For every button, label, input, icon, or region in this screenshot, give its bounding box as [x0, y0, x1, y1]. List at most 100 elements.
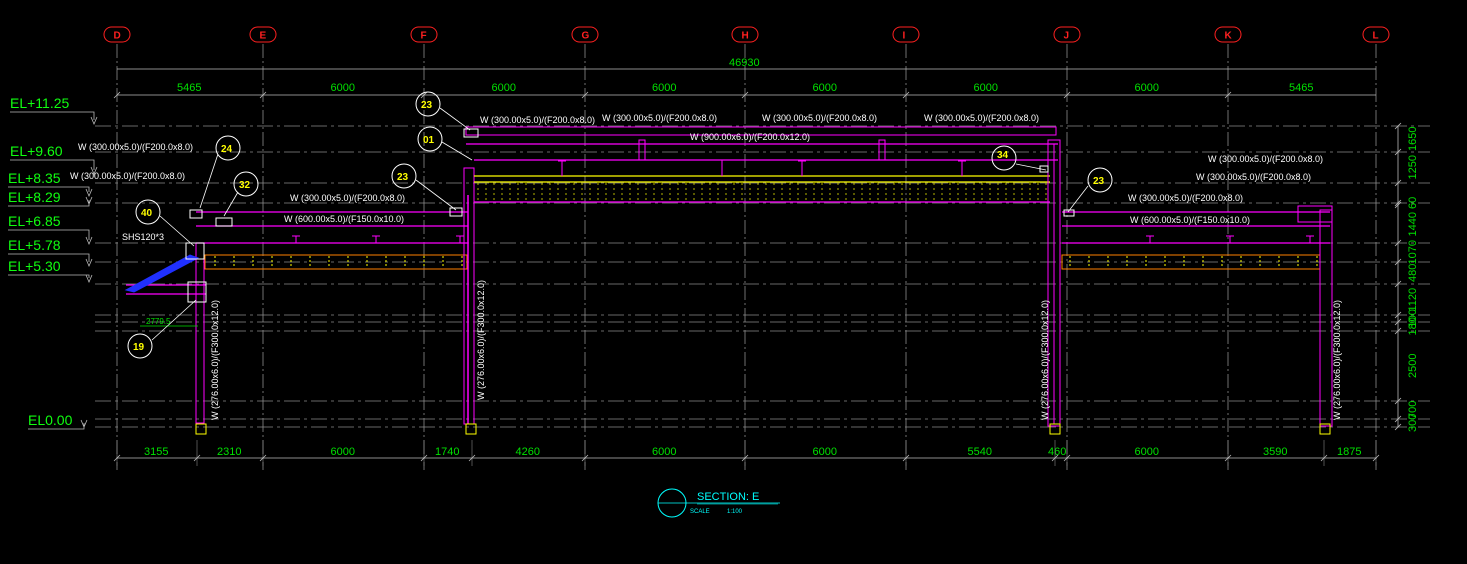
hanger — [638, 139, 646, 161]
dim-tick — [741, 454, 749, 462]
grid-bubble — [1362, 26, 1390, 43]
dim-tick — [581, 91, 589, 99]
base-plate — [195, 423, 207, 435]
member-label: W (300.00x5.0)/(F200.0x8.0) — [1208, 154, 1323, 164]
right-dimension: 2500 — [1407, 354, 1419, 378]
dim-tick — [420, 91, 428, 99]
top-dimension: 6000 — [331, 82, 355, 94]
grid-bubble — [1053, 26, 1081, 43]
right-dimension: 1650 — [1407, 127, 1419, 151]
dim-tick — [1394, 179, 1402, 187]
dim-tick — [1394, 327, 1402, 335]
tag-bubble: 01 — [417, 126, 473, 161]
column — [463, 167, 475, 425]
top-dimension: 5465 — [177, 82, 201, 94]
connection-box — [463, 128, 479, 138]
scale-label: SCALE — [690, 509, 710, 515]
connection-box — [1063, 209, 1075, 217]
grid-bubble — [249, 26, 277, 43]
dim-tick — [1394, 311, 1402, 319]
member-label: W (300.00x5.0)/(F200.0x8.0) — [1128, 193, 1243, 203]
dim-tick — [902, 91, 910, 99]
dim-tick — [1051, 454, 1059, 462]
dim-tick — [741, 91, 749, 99]
svg-text:40: 40 — [141, 208, 153, 219]
column-label: W (276.00x6.0)/(F300.0x12.0) — [1332, 300, 1342, 420]
bottom-dimension: 5540 — [968, 446, 992, 458]
member-label: W (300.00x5.0)/(F200.0x8.0) — [1196, 172, 1311, 182]
member-label: W (300.00x5.0)/(F200.0x8.0) — [78, 142, 193, 152]
svg-text:23: 23 — [1093, 176, 1105, 187]
grid-bubble-label: L — [1373, 31, 1379, 42]
hanger — [878, 139, 886, 161]
dim-tick — [1394, 199, 1402, 207]
right-dimension: 1250 — [1407, 155, 1419, 179]
dim-tick — [259, 454, 267, 462]
small-dim-label: 2779.5 — [146, 317, 171, 326]
shs-brace — [124, 254, 200, 293]
elevation-label: EL+11.25 — [10, 95, 70, 111]
dim-tick — [113, 91, 121, 99]
member-label: W (300.00x5.0)/(F200.0x8.0) — [70, 171, 185, 181]
right-dimension: 60 — [1407, 197, 1419, 209]
grid-bubble-label: H — [742, 31, 749, 42]
elevation-marker — [8, 229, 93, 246]
bottom-dimension: 1875 — [1337, 446, 1361, 458]
grid-bubble-label: E — [260, 31, 267, 42]
bottom-dimension: 3590 — [1263, 446, 1287, 458]
column-label: W (276.00x6.0)/(F300.0x12.0) — [476, 280, 486, 400]
elevation-label: EL+5.30 — [8, 258, 61, 274]
dim-tick — [1394, 423, 1402, 431]
grid-bubble-label: F — [421, 31, 427, 42]
svg-text:23: 23 — [397, 172, 409, 183]
dim-tick — [1320, 454, 1328, 462]
right-dimension: 1120 — [1407, 288, 1419, 312]
connection-box — [189, 209, 203, 219]
detail-tags: 23 01 24 32 23 40 19 — [127, 91, 1113, 359]
purlin-frame — [204, 254, 468, 270]
bottom-dimension: 3155 — [144, 446, 168, 458]
top-dimension: 6000 — [492, 82, 516, 94]
shs-label: SHS120*3 — [122, 232, 164, 242]
bottom-dimension: 2310 — [217, 446, 241, 458]
svg-text:24: 24 — [221, 144, 233, 155]
dim-tick — [1394, 148, 1402, 156]
right-dimension: 100 — [1407, 309, 1419, 327]
right-dimension: 300 — [1407, 414, 1419, 432]
dim-tick — [1224, 454, 1232, 462]
bottom-dimension: 4260 — [516, 446, 540, 458]
member-label: W (300.00x5.0)/(F200.0x8.0) — [602, 113, 717, 123]
tag-bubble: 34 — [991, 145, 1047, 171]
svg-text:19: 19 — [133, 342, 145, 353]
grid-bubble — [571, 26, 599, 43]
column-label: W (276.00x6.0)/(F300.0x12.0) — [210, 300, 220, 420]
grid-bubble-label: I — [903, 31, 906, 42]
connection-box — [449, 207, 463, 217]
dim-tick — [1224, 91, 1232, 99]
bottom-dimension: 6000 — [652, 446, 676, 458]
scale-value: 1:100 — [727, 509, 743, 515]
column-label: W (276.00x6.0)/(F300.0x12.0) — [1040, 300, 1050, 420]
base-plate — [1319, 423, 1331, 435]
dim-tick — [1394, 280, 1402, 288]
member-label: W (300.00x5.0)/(F200.0x8.0) — [290, 193, 405, 203]
dim-tick — [1394, 415, 1402, 423]
dim-tick — [1394, 201, 1402, 209]
base-plate — [1049, 423, 1061, 435]
dim-tick — [113, 454, 121, 462]
svg-text:23: 23 — [421, 100, 433, 111]
member-label: W (300.00x5.0)/(F200.0x8.0) — [762, 113, 877, 123]
elevation-marker — [8, 196, 93, 207]
dim-tick — [1394, 397, 1402, 405]
tag-bubble: 23 — [391, 163, 457, 211]
connection-box — [185, 242, 205, 260]
top-dimension: 5465 — [1289, 82, 1313, 94]
elevation-label: EL+8.29 — [8, 189, 61, 205]
overall-dimension: 46930 — [729, 57, 760, 69]
tag-bubble: 23 — [1067, 167, 1113, 213]
dim-tick — [468, 454, 476, 462]
grid-bubble-label: K — [1225, 31, 1233, 42]
roof-truss — [465, 126, 1057, 136]
elevation-marker — [8, 253, 93, 268]
